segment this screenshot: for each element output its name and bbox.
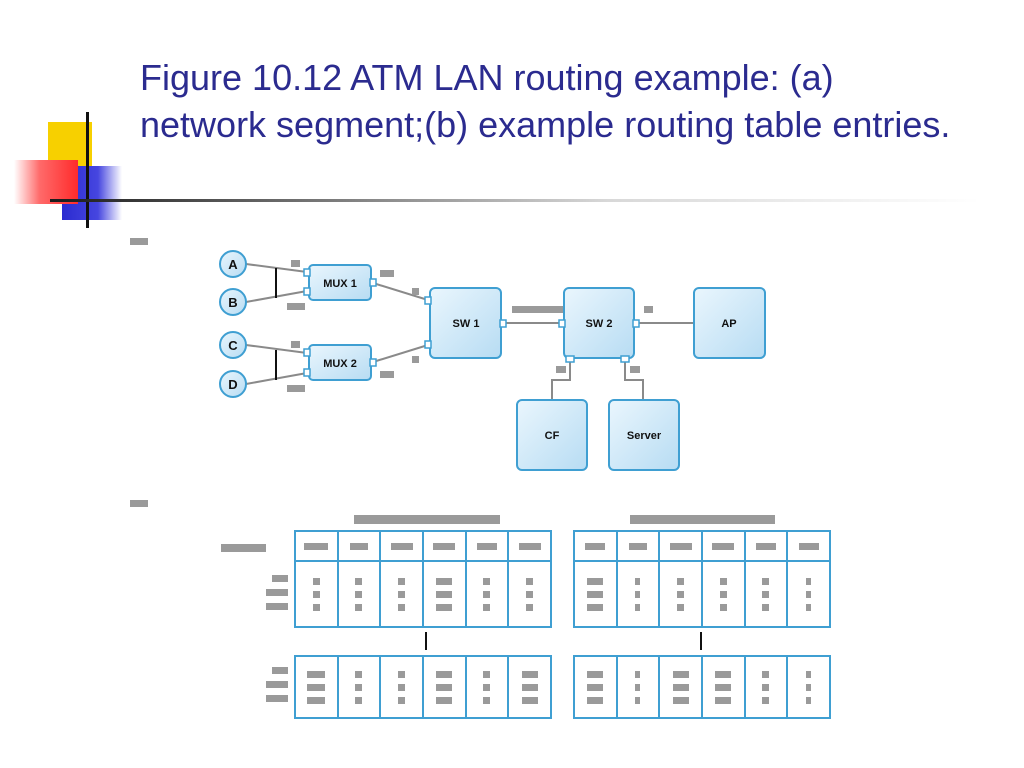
svg-text:D: D <box>228 377 237 392</box>
table-heading-right <box>630 515 775 524</box>
slide-title: Figure 10.12 ATM LAN routing example: (a… <box>140 57 951 145</box>
deco-yellow-square <box>48 122 92 166</box>
title-rule <box>50 199 980 202</box>
link-c-mux2 <box>245 344 308 354</box>
svg-text:MUX 2: MUX 2 <box>323 358 357 370</box>
row-labels-top <box>262 575 288 610</box>
link-sw2-cf <box>551 358 571 400</box>
link-mux1-sw1 <box>372 282 429 301</box>
endpoint-ap: AP <box>693 287 766 359</box>
switch-1: SW 1 <box>424 287 507 359</box>
host-a: A <box>219 250 247 278</box>
table-connector-left <box>425 632 427 650</box>
deco-red-square <box>14 160 78 204</box>
svg-text:B: B <box>228 295 237 310</box>
link-sw2-server <box>624 358 644 400</box>
routing-table-right-bottom <box>573 655 831 719</box>
bullet-b <box>130 500 148 507</box>
table-heading-left <box>354 515 500 524</box>
host-d: D <box>219 370 247 398</box>
routing-table-right-top <box>573 530 831 628</box>
routing-table-left-bottom <box>294 655 552 719</box>
bullet-a <box>130 238 148 245</box>
column-label <box>221 544 266 552</box>
mux-2: MUX 2 <box>303 344 377 381</box>
svg-text:SW 2: SW 2 <box>586 318 613 330</box>
row-labels-bottom <box>262 667 288 702</box>
deco-vertical-line <box>86 112 89 228</box>
endpoint-cf: CF <box>516 399 588 471</box>
host-b: B <box>219 288 247 316</box>
svg-text:A: A <box>228 257 238 272</box>
switch-2: SW 2 <box>558 287 640 363</box>
link-mux2-sw1 <box>372 344 429 363</box>
svg-text:C: C <box>228 338 238 353</box>
svg-text:SW 1: SW 1 <box>453 318 480 330</box>
mux-1: MUX 1 <box>303 264 377 301</box>
link-labels <box>287 260 653 392</box>
svg-text:CF: CF <box>545 430 560 442</box>
host-c: C <box>219 331 247 359</box>
routing-table-left-top <box>294 530 552 628</box>
svg-text:MUX 1: MUX 1 <box>323 278 357 290</box>
endpoint-server: Server <box>608 399 680 471</box>
svg-text:AP: AP <box>721 318 736 330</box>
table-connector-right <box>700 632 702 650</box>
links <box>245 263 694 400</box>
svg-text:Server: Server <box>627 430 662 442</box>
